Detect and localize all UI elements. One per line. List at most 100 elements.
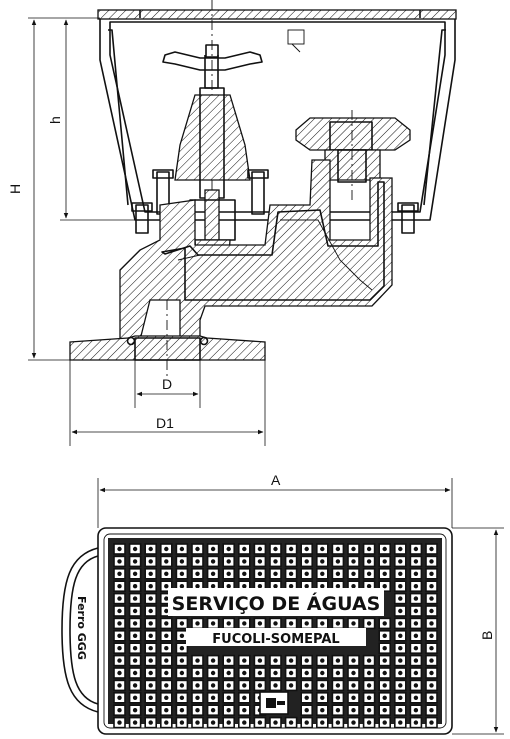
cover-stud-dot bbox=[257, 658, 263, 663]
cover-stud-dot bbox=[164, 559, 169, 564]
cover-stud-dot bbox=[382, 670, 387, 676]
cover-stud-dot bbox=[366, 670, 372, 676]
cover-stud-dot bbox=[226, 670, 231, 676]
cover-stud-dot bbox=[366, 559, 372, 564]
cover-stud-dot bbox=[179, 571, 185, 576]
cover-stud-dot bbox=[398, 633, 403, 638]
keyhole-icon[interactable] bbox=[259, 691, 289, 715]
cover-stud-dot bbox=[429, 670, 434, 676]
cover-stud-dot bbox=[413, 658, 419, 663]
cover-stud-dot bbox=[226, 584, 231, 589]
cover-stud-dot bbox=[273, 683, 278, 688]
cover-stud-dot bbox=[398, 720, 403, 725]
cover-stud-dot bbox=[242, 658, 247, 663]
cover-stud-dot bbox=[288, 658, 294, 663]
cover-stud-dot bbox=[304, 720, 309, 725]
cover-stud-dot bbox=[382, 621, 387, 626]
base-flange bbox=[69, 300, 266, 380]
cover-stud-dot bbox=[132, 720, 138, 725]
cover-stud-dot bbox=[351, 720, 356, 725]
cover-stud-dot bbox=[148, 670, 153, 676]
cover-stud-dot bbox=[226, 621, 231, 626]
cover-stud-dot bbox=[210, 621, 216, 626]
section-view: H h D D1 bbox=[7, 0, 457, 446]
cover-stud-dot bbox=[320, 584, 325, 589]
cover-stud-dot bbox=[366, 683, 372, 688]
cover-stud-dot bbox=[226, 720, 231, 725]
cover-stud-dot bbox=[429, 584, 434, 589]
cover-stud-dot bbox=[164, 633, 169, 638]
cover-stud-dot bbox=[210, 720, 216, 725]
cover-stud-dot bbox=[413, 608, 419, 614]
cover-stud-dot bbox=[366, 695, 372, 700]
cover-stud-dot bbox=[320, 720, 325, 725]
cover-stud-dot bbox=[195, 546, 200, 552]
cover-stud-dot bbox=[366, 658, 372, 663]
cover-stud-dot bbox=[132, 608, 138, 614]
cover-stud-dot bbox=[366, 708, 372, 713]
cover-stud-dot bbox=[132, 683, 138, 688]
cover-stud-dot bbox=[164, 596, 169, 601]
dimension-B: B bbox=[452, 527, 504, 735]
cover-stud-dot bbox=[351, 670, 356, 676]
cover-stud-dot bbox=[179, 670, 185, 676]
cover-stud-dot bbox=[335, 720, 341, 725]
dimension-D: D bbox=[134, 360, 201, 408]
cover-stud-dot bbox=[210, 546, 216, 552]
cover-stud-dot bbox=[304, 584, 309, 589]
cover-stud-dot bbox=[195, 621, 200, 626]
cover-stud-dot bbox=[335, 584, 341, 589]
cover-stud-dot bbox=[148, 584, 153, 589]
dimension-D-label: D bbox=[162, 376, 172, 392]
cover-stud-dot bbox=[242, 559, 247, 564]
cover-stud-dot bbox=[398, 546, 403, 552]
cover-stud-dot bbox=[366, 621, 372, 626]
cover-stud-dot bbox=[148, 621, 153, 626]
cover-stud-dot bbox=[273, 621, 278, 626]
hinge-marking: Ferro GGG bbox=[75, 596, 88, 660]
dimension-B-label: B bbox=[479, 631, 495, 640]
cover-text-line2: FUCOLI-SOMEPAL bbox=[212, 632, 339, 647]
cover-stud-dot bbox=[210, 708, 216, 713]
dimension-h: h bbox=[47, 19, 135, 221]
cover-stud-dot bbox=[257, 683, 263, 688]
cover-stud-dot bbox=[148, 658, 153, 663]
cover-stud-dot bbox=[351, 683, 356, 688]
cover-stud-dot bbox=[179, 720, 185, 725]
cover-stud-dot bbox=[257, 559, 263, 564]
cover-stud-dot bbox=[335, 695, 341, 700]
cover-stud-dot bbox=[164, 584, 169, 589]
cover-stud-dot bbox=[429, 608, 434, 614]
cover-stud-dot bbox=[382, 683, 387, 688]
cover-stud-dot bbox=[320, 546, 325, 552]
cover-stud-dot bbox=[148, 546, 153, 552]
cover-stud-dot bbox=[164, 608, 169, 614]
cover-stud-dot bbox=[382, 584, 387, 589]
cover-stud-dot bbox=[382, 559, 387, 564]
cover-stud-dot bbox=[195, 658, 200, 663]
cover-stud-dot bbox=[351, 621, 356, 626]
cover-stud-dot bbox=[304, 559, 309, 564]
cover-stud-dot bbox=[351, 658, 356, 663]
cover-stud-dot bbox=[257, 584, 263, 589]
cover-stud-dot bbox=[429, 683, 434, 688]
cover-stud-dot bbox=[242, 571, 247, 576]
cover-stud-dot bbox=[288, 584, 294, 589]
dimension-H-label: H bbox=[7, 184, 23, 194]
cover-stud-dot bbox=[273, 571, 278, 576]
cover-stud-dot bbox=[242, 546, 247, 552]
cover-stud-dot bbox=[382, 571, 387, 576]
cover-stud-dot bbox=[429, 571, 434, 576]
cover-stud-dot bbox=[335, 670, 341, 676]
cover-stud-dot bbox=[429, 658, 434, 663]
cover-stud-dot bbox=[351, 708, 356, 713]
cover-stud-dot bbox=[210, 571, 216, 576]
cover-stud-dot bbox=[398, 683, 403, 688]
cover-stud-dot bbox=[288, 559, 294, 564]
mounting-bolts bbox=[131, 169, 419, 234]
cover-stud-dot bbox=[117, 584, 122, 589]
cover-stud-dot bbox=[320, 708, 325, 713]
cover-stud-dot bbox=[413, 720, 419, 725]
cover-stud-dot bbox=[117, 695, 122, 700]
